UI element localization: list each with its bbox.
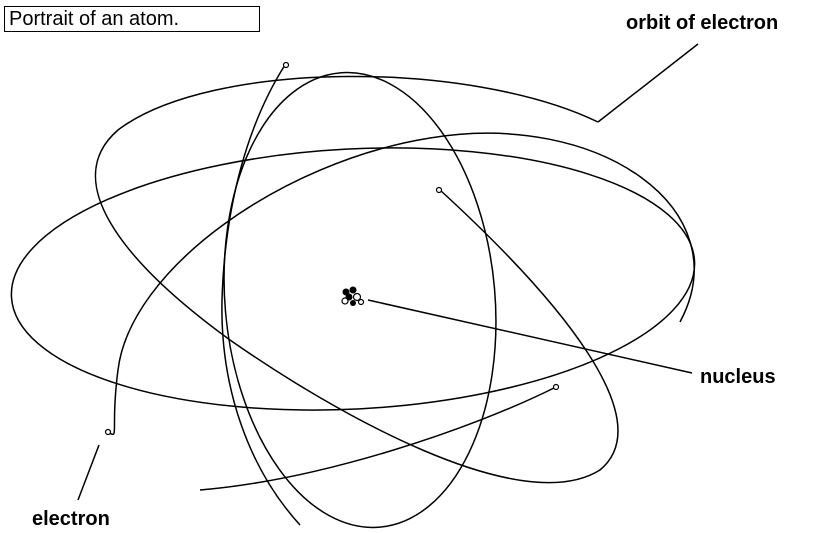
- orbit-vertical: [223, 71, 497, 529]
- nucleus-pointer-line: [367, 299, 693, 374]
- orbit-label: orbit of electron: [626, 12, 779, 34]
- nucleus: [341, 286, 365, 306]
- electron-top: [282, 61, 290, 69]
- electron-right: [552, 383, 560, 391]
- diagram-title: Portrait of an atom.: [9, 8, 180, 30]
- orbit-horizontal: [10, 147, 696, 411]
- orbit-lower-arc: [199, 386, 557, 491]
- electron-left: [104, 428, 112, 436]
- nucleus-label: nucleus: [700, 366, 776, 388]
- electron-center-right: [435, 186, 443, 194]
- electron-label: electron: [32, 508, 110, 530]
- orbit-tilted-left: [94, 75, 619, 484]
- title-box: Portrait of an atom.: [4, 6, 260, 32]
- orbit-tilted-right: [107, 132, 695, 436]
- electron-pointer-line: [77, 444, 100, 501]
- orbit-upper-arc: [221, 64, 301, 526]
- orbit-pointer-line: [597, 43, 699, 123]
